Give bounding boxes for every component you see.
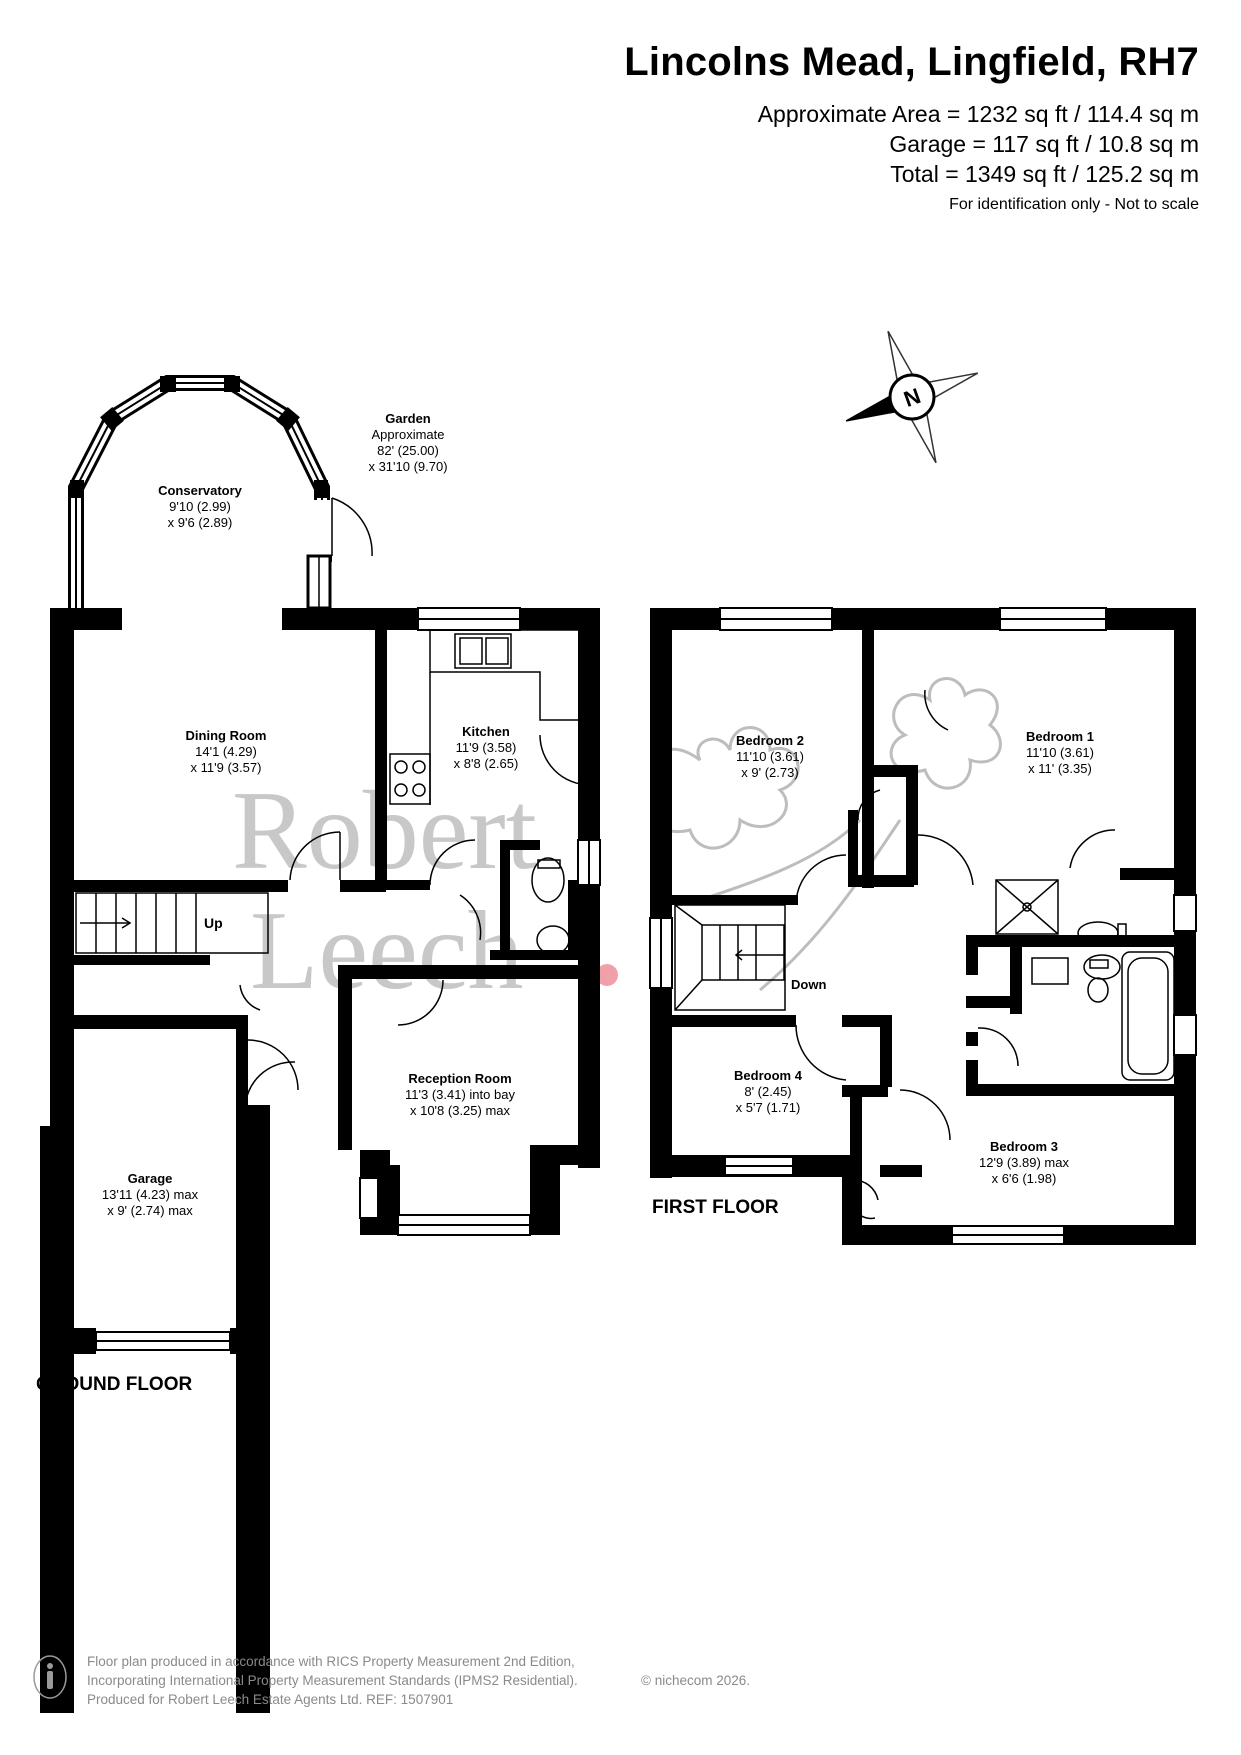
ground-door-swings — [239, 734, 591, 1111]
kitchen-fittings — [389, 629, 581, 805]
first-floor: Down — [649, 607, 1197, 1245]
bedroom3-dim1: 12'9 (3.89) max — [979, 1155, 1069, 1170]
first-windows — [649, 607, 1197, 1245]
bedroom1-dim2: x 11' (3.35) — [1028, 761, 1092, 776]
identification-note: For identification only - Not to scale — [949, 196, 1199, 213]
first-room-labels: Bedroom 2 11'10 (3.61) x 9' (2.73) Bedro… — [734, 729, 1094, 1186]
ground-stairs — [75, 892, 269, 954]
cloakroom-fittings — [531, 857, 570, 955]
bedroom3-name: Bedroom 3 — [990, 1139, 1058, 1154]
compass-icon: N — [845, 330, 979, 464]
dining-room-dim1: 14'1 (4.29) — [195, 744, 257, 759]
bedroom3-dim2: x 6'6 (1.98) — [992, 1171, 1057, 1186]
reception-room-name: Reception Room — [408, 1071, 511, 1086]
first-floor-label: FIRST FLOOR — [652, 1197, 779, 1218]
bedroom2-dim1: 11'10 (3.61) — [736, 749, 804, 764]
first-stairs — [674, 904, 786, 1011]
bedroom4-name: Bedroom 4 — [734, 1068, 803, 1083]
garden-name: Garden — [385, 411, 431, 426]
stairs-up-label: Up — [204, 915, 223, 931]
total-area: Total = 1349 sq ft / 125.2 sq m — [890, 161, 1199, 187]
bathroom-fittings — [995, 879, 1175, 1081]
bedroom1-dim1: 11'10 (3.61) — [1026, 745, 1094, 760]
bedroom4-dim1: 8' (2.45) — [744, 1084, 791, 1099]
garden-line2: 82' (25.00) — [377, 443, 439, 458]
garage-dim1: 13'11 (4.23) max — [102, 1187, 199, 1202]
reception-room-dim1: 11'3 (3.41) into bay — [405, 1087, 515, 1102]
oak-leaf-watermark — [650, 677, 1002, 992]
conservatory-dim2: x 9'6 (2.89) — [168, 515, 233, 530]
garden-line3: x 31'10 (9.70) — [368, 459, 447, 474]
garden-line1: Approximate — [372, 427, 445, 442]
first-door-swings — [795, 689, 1116, 1220]
person-icon — [33, 1655, 67, 1699]
reception-room-dim2: x 10'8 (3.25) max — [410, 1103, 511, 1118]
conservatory-dim1: 9'10 (2.99) — [169, 499, 231, 514]
copyright: © nichecom 2026. — [641, 1673, 751, 1688]
conservatory-name: Conservatory — [158, 483, 243, 498]
stairs-down-label: Down — [791, 977, 826, 992]
approximate-area: Approximate Area = 1232 sq ft / 114.4 sq… — [757, 101, 1199, 127]
watermark-line2: Leech — [250, 889, 524, 1013]
ground-windows — [95, 607, 601, 1351]
bedroom2-dim2: x 9' (2.73) — [741, 765, 798, 780]
ground-room-labels: Conservatory 9'10 (2.99) x 9'6 (2.89) Di… — [102, 411, 518, 1218]
kitchen-dim2: x 8'8 (2.65) — [454, 756, 519, 771]
ground-floor: Up — [36, 375, 601, 1713]
bedroom1-name: Bedroom 1 — [1026, 729, 1094, 744]
watermark-dot — [596, 964, 618, 986]
ground-walls — [40, 608, 600, 1713]
footer-line1: Floor plan produced in accordance with R… — [87, 1654, 575, 1669]
garage-dim2: x 9' (2.74) max — [107, 1203, 193, 1218]
footer-line2: Incorporating International Property Mea… — [87, 1673, 578, 1688]
bedroom2-name: Bedroom 2 — [736, 733, 804, 748]
page-title: Lincolns Mead, Lingfield, RH7 — [624, 40, 1199, 84]
garage-area: Garage = 117 sq ft / 10.8 sq m — [889, 131, 1199, 157]
dining-room-dim2: x 11'9 (3.57) — [191, 760, 262, 775]
garage-name: Garage — [128, 1171, 173, 1186]
ground-floor-label: GROUND FLOOR — [36, 1374, 192, 1395]
conservatory-bay — [68, 375, 373, 611]
kitchen-dim1: 11'9 (3.58) — [456, 740, 517, 755]
bedroom4-dim2: x 5'7 (1.71) — [736, 1100, 801, 1115]
kitchen-name: Kitchen — [462, 724, 510, 739]
dining-room-name: Dining Room — [186, 728, 267, 743]
footer-line3: Produced for Robert Leech Estate Agents … — [87, 1692, 454, 1707]
